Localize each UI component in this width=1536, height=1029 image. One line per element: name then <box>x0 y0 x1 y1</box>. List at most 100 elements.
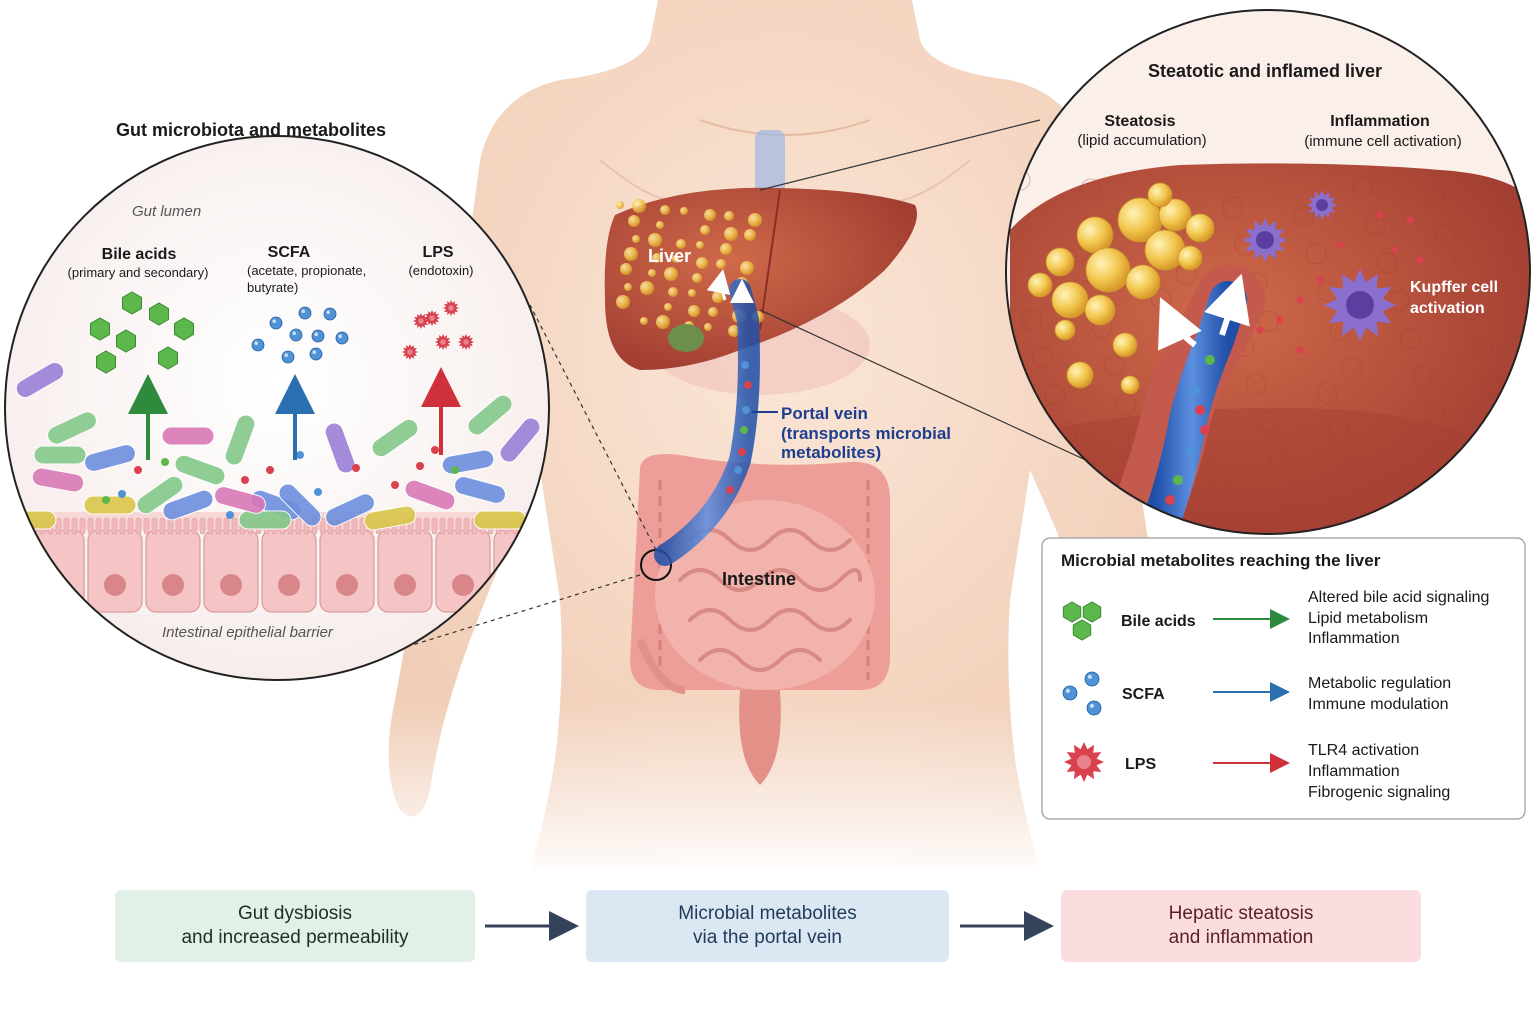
bile-acid-hexagon <box>90 317 110 341</box>
cell-nucleus <box>220 574 242 596</box>
lipid-droplet <box>1120 375 1140 395</box>
inflammatory-signal <box>1391 246 1399 254</box>
bile-acid-hexagon <box>174 317 194 341</box>
sphere <box>335 331 349 345</box>
flow-step-line: and inflammation <box>1168 927 1314 948</box>
bacterium <box>499 417 541 463</box>
hepatocyte <box>1269 449 1291 471</box>
legend-row-name: Bile acids <box>1121 613 1196 630</box>
lipid-droplet <box>704 209 716 221</box>
lipid-droplet <box>724 211 734 221</box>
microvillus <box>167 517 174 535</box>
sphere <box>281 350 295 364</box>
metabolite-dot <box>1190 385 1200 395</box>
legend-row-scfa: SCFA Metabolic regulation Immune modulat… <box>1062 671 1451 716</box>
cell-nucleus <box>104 574 126 596</box>
inflammatory-signal <box>1316 276 1324 284</box>
bacterium <box>467 394 513 436</box>
spiky-particle <box>1064 742 1104 782</box>
bacterium <box>224 414 256 466</box>
metabolite-dot <box>314 488 322 496</box>
epithelial-cell <box>203 529 259 613</box>
microvillus <box>447 517 454 535</box>
lps-detail: (endotoxin) <box>408 263 473 278</box>
flow-step-line: Microbial metabolites <box>678 903 857 924</box>
metabolite-dot <box>241 476 249 484</box>
legend-effect: Inflammation <box>1308 630 1400 647</box>
liver-panel-title: Steatotic and inflamed liver <box>1148 61 1382 81</box>
bacterium <box>278 483 322 527</box>
epithelial-cell <box>261 529 317 613</box>
steatosis-label: Steatosis <box>1104 113 1175 130</box>
metabolite-dot <box>431 446 439 454</box>
sphere-cluster-icon <box>1062 671 1102 716</box>
epithelial-cell <box>493 529 549 613</box>
inflammatory-signal <box>1406 216 1414 224</box>
lps-label: LPS <box>422 244 453 261</box>
metabolite-dot <box>734 466 742 474</box>
sphere-highlight <box>314 332 319 337</box>
lipid-droplet <box>692 273 702 283</box>
lipid-droplet <box>632 235 640 243</box>
sphere <box>323 307 337 321</box>
cell-nucleus <box>1316 199 1328 211</box>
bacterium <box>214 486 266 514</box>
microvillus <box>415 517 422 535</box>
lipid-droplet <box>1185 213 1215 243</box>
lipid-droplet <box>664 303 672 311</box>
hepatocyte <box>1340 458 1362 480</box>
legend-row-bile-acids: Bile acids Altered bile acid signaling L… <box>1062 589 1489 647</box>
metabolite-dot <box>1185 445 1195 455</box>
hepatocyte <box>1400 328 1422 350</box>
hepatocyte <box>1032 346 1054 368</box>
hepatocyte <box>1305 243 1327 265</box>
spiky-particle <box>402 344 418 360</box>
sphere <box>251 338 265 352</box>
microvillus <box>527 517 534 535</box>
sphere <box>269 316 283 330</box>
hepatocyte <box>1459 299 1481 321</box>
cell-nucleus <box>1256 231 1274 249</box>
sphere-highlight <box>338 334 343 339</box>
gut-panel-title: Gut microbiota and metabolites <box>116 120 386 140</box>
lipid-droplet <box>648 269 656 277</box>
microvillus <box>295 517 302 535</box>
sphere <box>298 306 312 320</box>
gallbladder <box>668 324 704 352</box>
lipid-droplet <box>708 307 718 317</box>
microvillus <box>351 517 358 535</box>
microvillus <box>423 517 430 535</box>
lipid-droplet <box>676 239 686 249</box>
microvillus <box>199 517 206 535</box>
metabolite-dot <box>266 466 274 474</box>
lipid-droplet <box>1144 229 1186 271</box>
bacterium <box>15 362 65 398</box>
microvillus <box>151 517 158 535</box>
bacterium <box>47 411 97 445</box>
legend-effect: TLR4 activation <box>1308 742 1419 759</box>
hepatocyte <box>1364 214 1386 236</box>
portal-vein-label: Portal vein (transports microbial metabo… <box>781 404 951 462</box>
hepatocyte <box>1103 355 1125 377</box>
lipid-droplet <box>620 263 632 275</box>
metabolite-dot <box>741 361 749 369</box>
sphere-highlight <box>326 310 331 315</box>
particle-highlight <box>448 305 454 311</box>
lipid-droplet <box>688 305 700 317</box>
particle-highlight <box>440 339 446 345</box>
metabolite-dot <box>352 464 360 472</box>
lipid-droplet <box>624 247 638 261</box>
bacterium <box>454 476 506 504</box>
microvillus <box>135 517 142 535</box>
legend-effect: Fibrogenic signaling <box>1308 784 1450 801</box>
lipid-droplet <box>1066 361 1094 389</box>
flow-step-gut-dysbiosis: Gut dysbiosis and increased permeability <box>115 890 475 962</box>
lps-particles <box>402 300 474 360</box>
metabolite-dot <box>134 466 142 474</box>
microvillus <box>455 517 462 535</box>
lipid-droplet <box>696 241 704 249</box>
microvillus <box>55 517 62 535</box>
metabolite-dot <box>391 481 399 489</box>
kupffer-label-line: Kupffer cell <box>1410 279 1498 296</box>
